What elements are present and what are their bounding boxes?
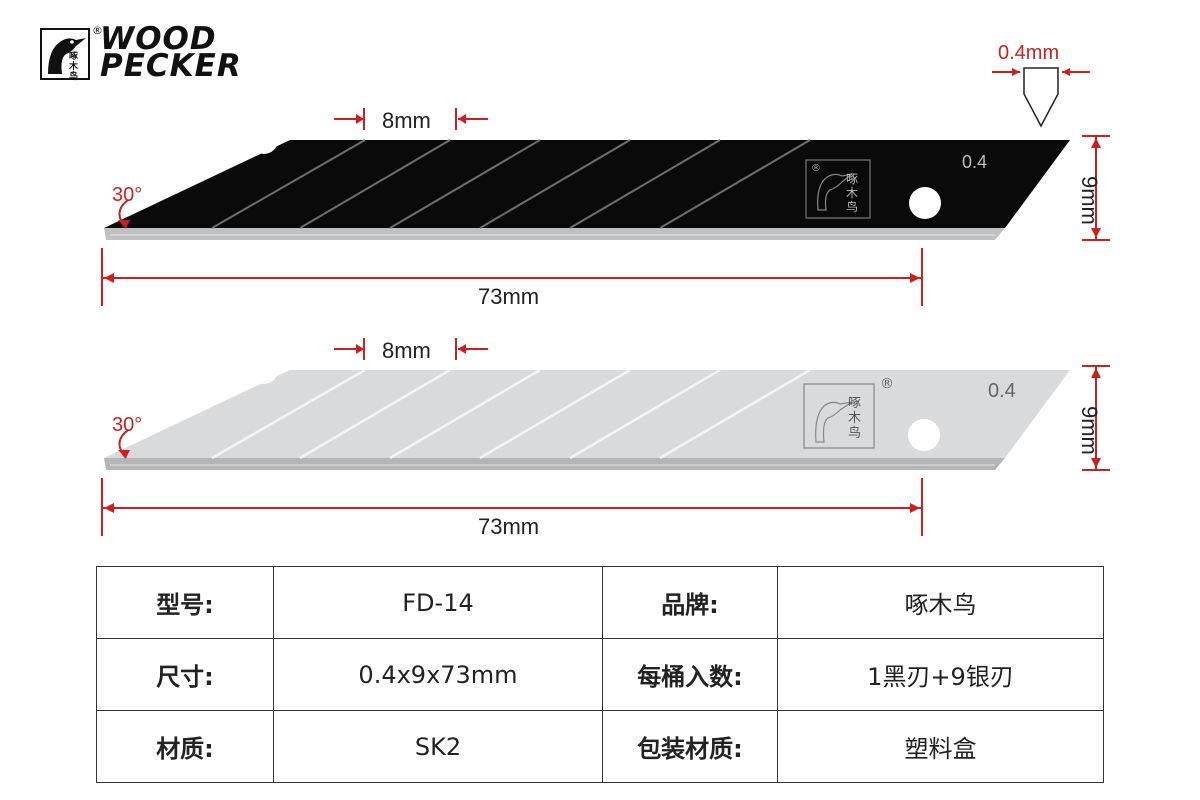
brand-line-2: PECKER: [100, 48, 242, 84]
spec-value: FD-14: [273, 566, 603, 639]
stamp-registered: ®: [880, 376, 894, 392]
stamp-text: 啄木鸟: [848, 396, 862, 441]
spec-value: SK2: [273, 710, 603, 783]
spec-key: 每桶入数:: [602, 638, 778, 711]
brand-line-1: WOOD: [100, 21, 217, 57]
spec-row: 型号: FD-14 品牌: 啄木鸟: [96, 566, 1104, 639]
spec-key: 品牌:: [602, 566, 778, 639]
segment-label: 8mm: [382, 108, 431, 133]
spec-row: 尺寸: 0.4x9x73mm 每桶入数: 1黑刃+9银刃: [96, 638, 1104, 711]
spec-key: 型号:: [96, 566, 274, 639]
spec-key: 包装材质:: [602, 710, 778, 783]
spec-table: 型号: FD-14 品牌: 啄木鸟 尺寸: 0.4x9x73mm 每桶入数: 1…: [96, 566, 1104, 783]
length-label: 73mm: [478, 514, 540, 539]
spec-key: 材质:: [96, 710, 274, 783]
blade-body: [104, 140, 1070, 228]
spec-key: 尺寸:: [96, 638, 274, 711]
spec-value: 0.4x9x73mm: [273, 638, 603, 711]
spec-value: 啄木鸟: [777, 566, 1104, 639]
brand-wordmark: WOOD PECKER: [100, 21, 242, 84]
blade-body: [104, 370, 1070, 458]
blade-diagram-silver: 8mm ® 啄木鸟 0: [0, 330, 1200, 550]
thickness-mark: 0.4: [962, 152, 988, 172]
thickness-callout: 0.4mm: [990, 42, 1100, 132]
logo-mark-text: 啄木鸟: [69, 52, 79, 82]
woodpecker-logo-icon: 啄木鸟: [40, 28, 90, 82]
stamp-text: 啄木鸟: [846, 172, 859, 214]
thickness-label: 0.4mm: [998, 42, 1060, 64]
spec-row: 材质: SK2 包装材质: 塑料盒: [96, 710, 1104, 783]
thickness-mark: 0.4: [988, 380, 1016, 402]
segment-label: 8mm: [382, 338, 431, 363]
stamp-registered: ®: [811, 163, 821, 174]
angle-label: 30°: [112, 414, 143, 436]
length-label: 73mm: [478, 284, 540, 309]
blade-diagram-black: 8mm: [0, 100, 1200, 320]
width-label: 9mm: [1077, 406, 1102, 455]
angle-label: 30°: [112, 184, 143, 206]
brand-logo: 啄木鸟 ® WOOD PECKER: [40, 21, 330, 84]
width-label: 9mm: [1077, 176, 1102, 225]
spec-value: 1黑刃+9银刃: [777, 638, 1104, 711]
registered-mark: ®: [92, 24, 103, 37]
spec-value: 塑料盒: [777, 710, 1104, 783]
